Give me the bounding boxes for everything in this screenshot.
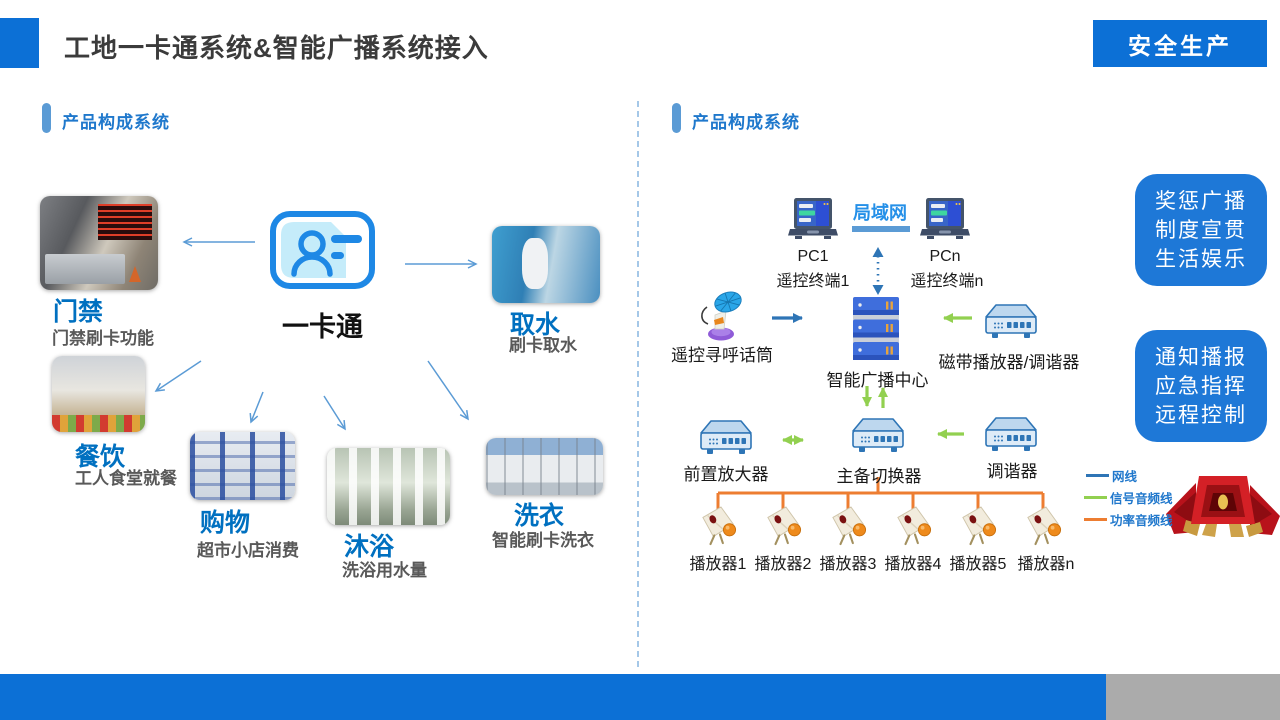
info-line: 远程控制: [1155, 403, 1247, 427]
header-accent-square: [0, 18, 39, 68]
photo-dining: [52, 356, 145, 432]
speaker-label: 播放器2: [754, 556, 812, 573]
tape-player-label: 磁带播放器/调谐器: [938, 353, 1080, 372]
speaker-label: 播放器n: [1017, 556, 1075, 573]
tape-player-icon: [984, 303, 1038, 341]
photo-detail: [97, 204, 153, 241]
panel-divider: [637, 101, 639, 667]
photo-detail: [129, 266, 142, 283]
item-label-laundry: 洗衣: [514, 502, 565, 530]
tuner-icon: [984, 416, 1038, 454]
photo-water: [492, 226, 600, 303]
right-section-title: 产品构成系统: [692, 113, 800, 132]
megaphone-icon: [1026, 505, 1064, 547]
item-desc-shower: 洗浴用水量: [342, 561, 427, 580]
info-line: 应急指挥: [1155, 374, 1247, 398]
photo-laundry: [486, 438, 603, 495]
lan-underline: [852, 226, 910, 232]
switcher-label: 主备切换器: [836, 467, 922, 486]
right-section-marker: [672, 103, 681, 133]
photo-detail: [44, 254, 125, 285]
info-line: 奖惩广播: [1155, 189, 1247, 213]
lan-label: 局域网: [853, 203, 907, 223]
mic-label: 遥控寻呼话筒: [671, 346, 773, 365]
megaphone-icon: [701, 505, 739, 547]
laptop-icon-pcn: [920, 198, 970, 242]
megaphone-icon: [896, 505, 934, 547]
pc1-name: PC1: [797, 248, 829, 265]
item-desc-dining: 工人食堂就餐: [75, 469, 177, 488]
item-desc-access-control: 门禁刷卡功能: [52, 329, 154, 348]
info-box-broadcast-uses: 奖惩广播 制度宣贯 生活娱乐: [1135, 174, 1267, 286]
photo-detail: [522, 238, 549, 290]
megaphone-icon: [766, 505, 804, 547]
speaker-label: 播放器3: [819, 556, 877, 573]
info-line: 通知播报: [1155, 345, 1247, 369]
megaphone-icon: [831, 505, 869, 547]
safety-production-badge: 安全生产: [1093, 20, 1267, 67]
legend-line-swatch: [1084, 518, 1107, 521]
item-label-shower: 沐浴: [344, 533, 395, 561]
microphone-icon: [698, 290, 746, 342]
pc1-role: 遥控终端1: [776, 273, 850, 290]
left-section-title: 产品构成系统: [62, 113, 170, 132]
item-label-shopping: 购物: [200, 509, 251, 537]
item-desc-laundry: 智能刷卡洗衣: [492, 531, 594, 550]
photo-access-control: [40, 196, 158, 290]
info-box-control-uses: 通知播报 应急指挥 远程控制: [1135, 330, 1267, 442]
page-title: 工地一卡通系统&智能广播系统接入: [64, 33, 489, 63]
legend-network-line: 网线: [1086, 466, 1137, 485]
broadcast-center-icon: [852, 297, 900, 363]
photo-shower: [327, 448, 450, 525]
item-label-dining: 餐饮: [75, 443, 126, 471]
switcher-icon: [851, 417, 905, 455]
speaker-label: 播放器5: [949, 556, 1007, 573]
item-desc-shopping: 超市小店消费: [197, 541, 299, 560]
id-card-icon: [270, 211, 375, 289]
legend-line-swatch: [1084, 496, 1107, 499]
info-line: 制度宣贯: [1155, 218, 1247, 242]
broadcast-center-label: 智能广播中心: [826, 371, 929, 390]
tuner-label: 调谐器: [986, 462, 1038, 481]
item-label-water: 取水: [510, 311, 561, 339]
item-label-access-control: 门禁: [53, 298, 104, 326]
legend-power-line: 功率音频线: [1084, 510, 1173, 529]
pcn-name: PCn: [929, 248, 961, 265]
item-desc-water: 刷卡取水: [509, 336, 577, 355]
megaphone-icon: [961, 505, 999, 547]
photo-shopping: [190, 432, 295, 500]
red-horn-speakers-icon: [1166, 470, 1280, 542]
photo-detail: [52, 415, 145, 432]
preamp-label: 前置放大器: [683, 465, 769, 484]
info-line: 生活娱乐: [1155, 247, 1247, 271]
laptop-icon-pc1: [788, 198, 838, 242]
speaker-label: 播放器4: [884, 556, 942, 573]
legend-label: 网线: [1112, 470, 1138, 484]
footer-bar-gray: [1106, 674, 1280, 720]
left-section-marker: [42, 103, 51, 133]
pcn-role: 遥控终端n: [910, 273, 984, 290]
one-card-label: 一卡通: [282, 312, 363, 342]
preamp-icon: [699, 419, 753, 457]
speaker-label: 播放器1: [689, 556, 747, 573]
legend-label: 功率音频线: [1110, 514, 1173, 528]
legend-line-swatch: [1086, 474, 1109, 477]
legend-signal-line: 信号音频线: [1084, 488, 1173, 507]
footer-bar-blue: [0, 674, 1106, 720]
legend-label: 信号音频线: [1110, 492, 1173, 506]
